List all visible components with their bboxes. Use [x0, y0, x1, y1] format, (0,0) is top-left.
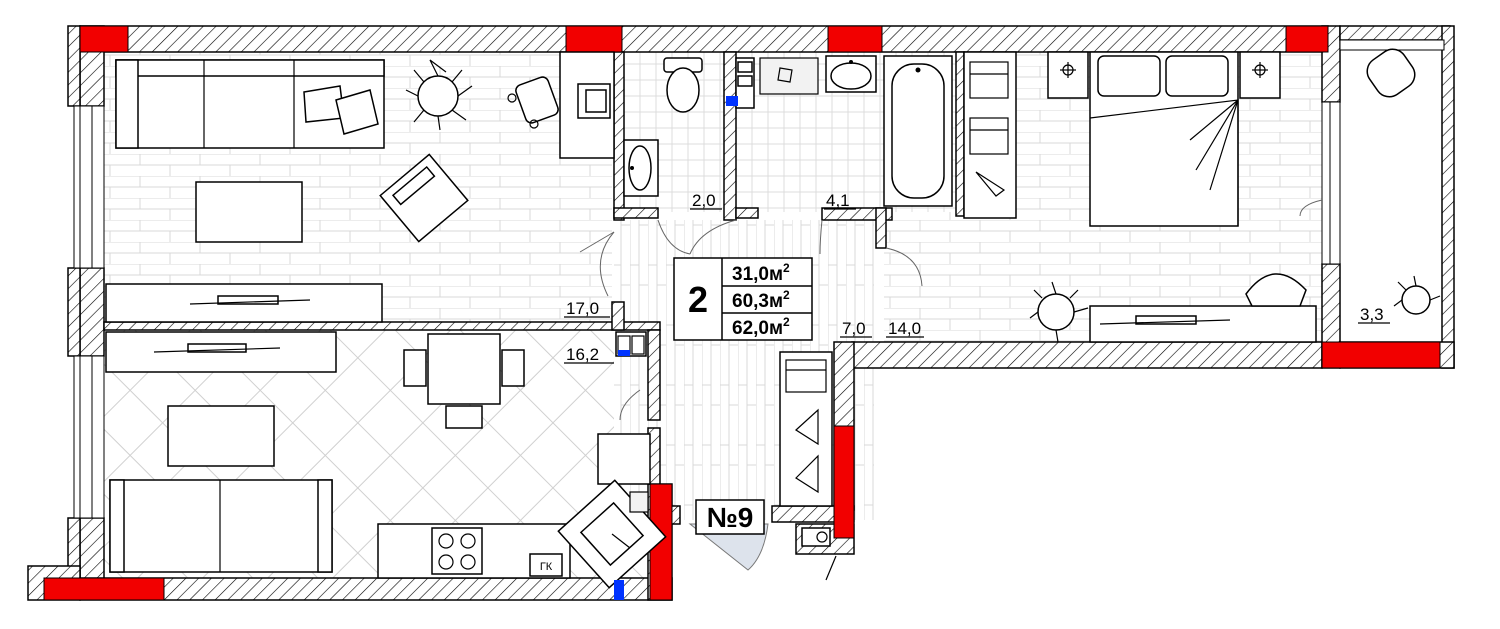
- balcony-area: 3,3: [1360, 305, 1384, 324]
- bedroom-desk-icon: [1089, 273, 1317, 343]
- svg-text:60,3м2: 60,3м2: [732, 288, 790, 312]
- nightstand-left-icon: [1047, 51, 1089, 99]
- washing-machine-icon: [759, 57, 819, 95]
- armchair-icon: [379, 153, 469, 243]
- walls: [27, 25, 1455, 601]
- wc-sink-icon: [623, 139, 659, 197]
- gas-boiler-icon: ГК: [529, 553, 563, 577]
- apartment-number: №9: [695, 499, 765, 535]
- door-swings: [579, 199, 1323, 571]
- chair-icon: [507, 76, 559, 129]
- gas-boiler-label: ГК: [540, 561, 553, 573]
- wc-area: 2,0: [692, 191, 716, 210]
- area-with-balcony: 62,0м: [732, 318, 783, 339]
- tv-stand-icon: [105, 283, 383, 323]
- wardrobe-icon: [963, 51, 1017, 219]
- kitchen-area: 16,2: [566, 345, 599, 364]
- living-area-sup: 2: [783, 261, 790, 275]
- living-area: 31,0м: [732, 264, 783, 285]
- nightstand-right-icon: [1239, 51, 1281, 99]
- kitchen-sink-icon: [557, 479, 667, 600]
- bathtub-icon: [883, 55, 953, 207]
- kitchen-riser-icon: [615, 331, 647, 357]
- plant-icon: [405, 59, 473, 131]
- total-area-sup: 2: [783, 288, 790, 302]
- bathroom-area: 4,1: [826, 191, 850, 210]
- svg-text:62,0м2: 62,0м2: [732, 315, 790, 339]
- desk-icon: [559, 51, 615, 159]
- sofa-icon: [115, 59, 385, 149]
- stove-icon: [431, 527, 483, 575]
- hall-area: 7,0: [842, 319, 866, 338]
- hall-wardrobe-icon: [779, 351, 833, 507]
- area-summary: 2 31,0м2 60,3м2 62,0м2: [673, 257, 813, 341]
- toilet-icon: [663, 57, 703, 113]
- apartment-number-text: №9: [707, 502, 754, 533]
- balcony-chair-icon: [1366, 48, 1416, 98]
- bedroom-area: 14,0: [888, 319, 921, 338]
- load-bearing-columns: [43, 25, 1441, 601]
- rooms-count: 2: [688, 279, 708, 320]
- living-room-area: 17,0: [566, 299, 599, 318]
- kitchen-cabinet-icon: [105, 331, 337, 373]
- bed-icon: [1089, 51, 1239, 227]
- windows: [73, 39, 1445, 519]
- bedroom-plant-icon: [1029, 281, 1089, 343]
- fridge-icon: [597, 433, 651, 485]
- kitchen-table-icon: [167, 405, 275, 467]
- coffee-table-icon: [195, 181, 303, 243]
- sink-icon: [825, 55, 877, 93]
- room-area-labels: 2,0 4,1 17,0 16,2 7,0 14,0 3,3: [564, 191, 1390, 364]
- total-area: 60,3м: [732, 291, 783, 312]
- area-with-balcony-sup: 2: [783, 315, 790, 329]
- water-riser-icon: [726, 57, 755, 109]
- svg-text:31,0м2: 31,0м2: [732, 261, 790, 285]
- balcony-plant-icon: [1393, 275, 1441, 315]
- dining-table-icon: [403, 333, 525, 429]
- meter-icon: [801, 527, 831, 547]
- kitchen-sofa-icon: [109, 479, 333, 573]
